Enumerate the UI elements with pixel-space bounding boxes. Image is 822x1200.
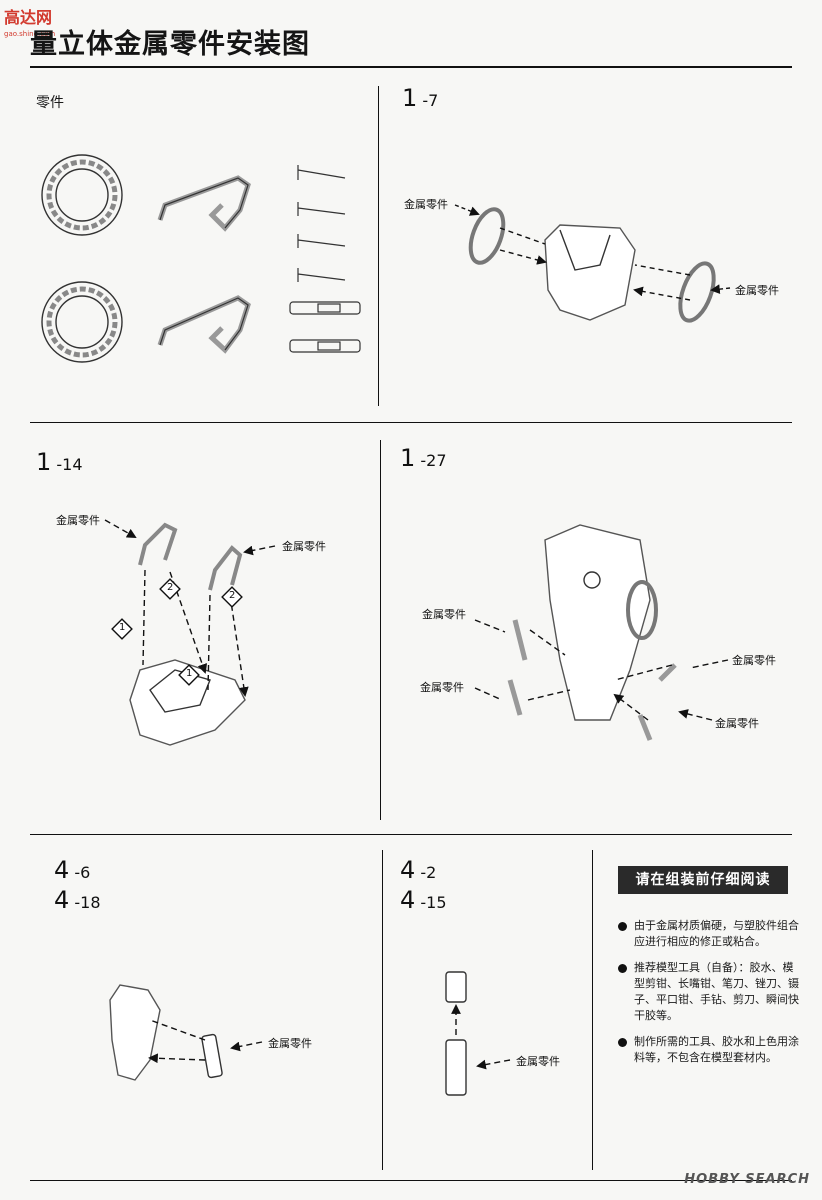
note-text: 制作所需的工具、胶水和上色用涂料等，不包含在模型套材内。 xyxy=(634,1035,799,1064)
order-number: 1 xyxy=(186,668,193,679)
metal-frame-part xyxy=(157,175,251,232)
step-1-7-illustration xyxy=(454,204,731,323)
divider-row-2 xyxy=(30,834,792,835)
step-number: 4 xyxy=(54,886,70,914)
note-item: 推荐模型工具（自备）：胶水、模型剪钳、长嘴钳、笔刀、锉刀、镊子、平口钳、手钻、剪… xyxy=(618,960,800,1024)
step-number: 1 xyxy=(402,84,418,112)
note-item: 由于金属材质偏硬，与塑胶件组合应进行相应的修正或粘合。 xyxy=(618,918,800,950)
metal-part-callout: 金属零件 xyxy=(735,284,779,297)
step-number: 1 xyxy=(400,444,416,472)
step-4-15-label: 4 -15 xyxy=(400,886,447,914)
step-sub: -7 xyxy=(422,91,439,110)
order-number: 2 xyxy=(229,590,236,601)
step-sub: -2 xyxy=(420,863,437,882)
step-number: 4 xyxy=(400,886,416,914)
metal-part-callout: 金属零件 xyxy=(282,540,326,553)
parts-label: 零件 xyxy=(36,95,64,111)
step-sub: -18 xyxy=(74,893,101,912)
metal-part-callout: 金属零件 xyxy=(516,1055,560,1068)
metal-ring-part xyxy=(41,154,123,236)
step-sub: -14 xyxy=(56,455,83,474)
step-sub: -27 xyxy=(420,451,447,470)
column-divider-3 xyxy=(382,850,383,1170)
divider-row-1 xyxy=(30,422,792,423)
site-logo: 高达网 xyxy=(4,8,53,27)
step-1-7-label: 1 -7 xyxy=(402,84,438,112)
metal-part-callout: 金属零件 xyxy=(404,198,448,211)
read-before-assembly-heading: 请在组装前仔细阅读 xyxy=(618,866,788,894)
note-text: 推荐模型工具（自备）：胶水、模型剪钳、长嘴钳、笔刀、锉刀、镊子、平口钳、手钻、剪… xyxy=(634,961,799,1022)
order-number: 2 xyxy=(167,582,174,593)
bullet-icon xyxy=(618,964,627,973)
metal-part-callout: 金属零件 xyxy=(422,608,466,621)
metal-part-callout: 金属零件 xyxy=(56,514,100,527)
step-1-14-label: 1 -14 xyxy=(36,448,83,476)
column-divider-1 xyxy=(378,86,379,406)
step-number: 1 xyxy=(36,448,52,476)
order-number: 1 xyxy=(119,622,126,633)
step-sub: -15 xyxy=(420,893,447,912)
metal-part-callout: 金属零件 xyxy=(732,654,776,667)
step-1-27-illustration xyxy=(474,524,729,741)
bottom-divider xyxy=(30,1180,792,1181)
assembly-notes: 由于金属材质偏硬，与塑胶件组合应进行相应的修正或粘合。 推荐模型工具（自备）：胶… xyxy=(618,918,800,1076)
step-4-6-label: 4 -6 xyxy=(54,856,90,884)
metal-part-callout: 金属零件 xyxy=(268,1037,312,1050)
step-4-2-label: 4 -2 xyxy=(400,856,436,884)
page-title: 量立体金属零件安装图 xyxy=(30,29,310,60)
column-divider-4 xyxy=(592,850,593,1170)
top-divider xyxy=(30,66,792,68)
step-1-27-label: 1 -27 xyxy=(400,444,447,472)
bullet-icon xyxy=(618,922,627,931)
note-text: 由于金属材质偏硬，与塑胶件组合应进行相应的修正或粘合。 xyxy=(634,919,799,948)
metal-part-callout: 金属零件 xyxy=(715,717,759,730)
step-1-14-illustration xyxy=(104,519,276,746)
metal-part-callout: 金属零件 xyxy=(420,681,464,694)
site-logo-url: gao.shing.com xyxy=(4,30,56,38)
step-number: 4 xyxy=(400,856,416,884)
bullet-icon xyxy=(618,1038,627,1047)
metal-frame-part xyxy=(157,295,251,354)
note-item: 制作所需的工具、胶水和上色用涂料等，不包含在模型套材内。 xyxy=(618,1034,800,1066)
column-divider-2 xyxy=(380,440,381,820)
step-sub: -6 xyxy=(74,863,91,882)
watermark: HOBBY SEARCH xyxy=(684,1172,810,1187)
step-4-6-illustration xyxy=(109,984,263,1081)
step-4-18-label: 4 -18 xyxy=(54,886,101,914)
metal-ring-part xyxy=(41,281,123,363)
step-4-2-illustration xyxy=(445,971,511,1096)
step-number: 4 xyxy=(54,856,70,884)
